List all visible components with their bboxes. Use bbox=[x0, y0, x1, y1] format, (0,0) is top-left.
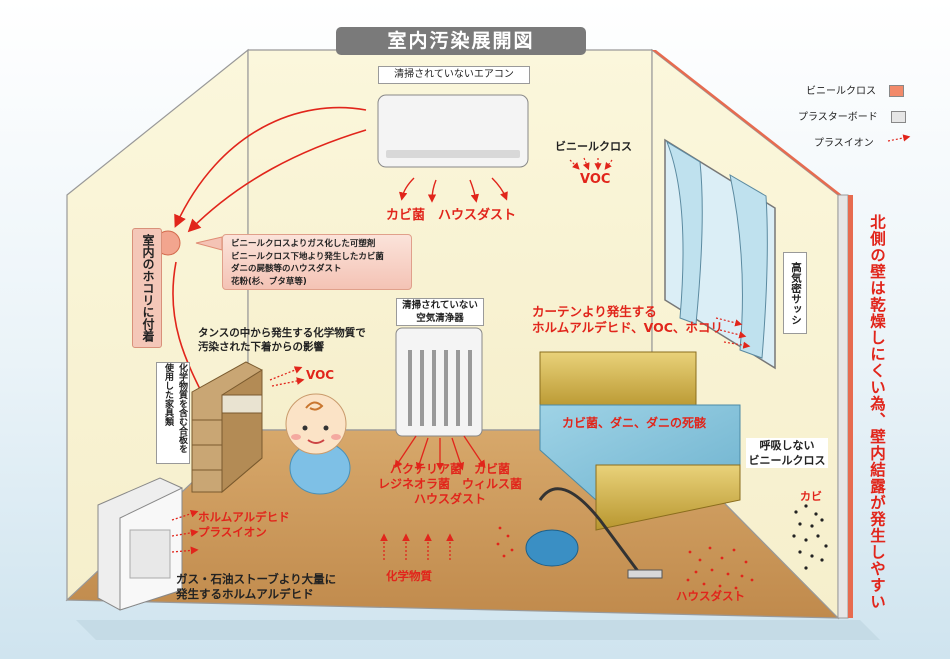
vinyl-voc-arrows bbox=[569, 157, 613, 171]
sash-leak-arrows bbox=[715, 317, 751, 349]
dust-sources-box: ビニールクロスよりガス化した可塑剤 ビニールクロス下地より発生したカビ菌 ダニの… bbox=[222, 234, 412, 290]
legend-plaster: プラスターボード bbox=[798, 108, 906, 123]
oil-stove bbox=[97, 477, 183, 611]
aircon-emission: カビ菌 ハウスダスト bbox=[386, 208, 517, 223]
floor-bacteria: バクテリア菌 カビ菌 レジネオラ菌 ウィルス菌 ハウスダスト bbox=[377, 462, 522, 506]
legend-vinyl: ビニールクロス bbox=[806, 82, 905, 97]
legend-ion-arrow bbox=[887, 134, 911, 142]
legend-vinyl-swatch bbox=[889, 85, 905, 97]
furniture-label: 化学物質を含む合板を 使用した家具類 bbox=[156, 362, 190, 464]
vinyl-cloth-label: ビニールクロス bbox=[555, 140, 632, 153]
wardrobe bbox=[191, 361, 263, 494]
wall-layer-edge bbox=[837, 194, 849, 619]
aircon-label: 清掃されていないエアコン bbox=[378, 66, 530, 84]
vacuum-cleaner bbox=[525, 487, 663, 579]
baby bbox=[285, 393, 351, 495]
chemicals-label: 化学物質 bbox=[386, 569, 432, 583]
legend-plaster-swatch bbox=[891, 111, 906, 123]
sash-label: 高気密サッシ bbox=[783, 252, 807, 334]
wall-layer-edge-red bbox=[848, 195, 853, 618]
air-conditioner bbox=[377, 94, 529, 168]
aircon-airflow bbox=[398, 177, 508, 203]
mold-label: カビ bbox=[800, 490, 822, 503]
legend-ion: プラスイオン bbox=[814, 134, 874, 149]
legend-vinyl-label: ビニールクロス bbox=[806, 86, 876, 97]
stove-ion-arrows bbox=[171, 509, 199, 555]
house-dust-label: ハウスダスト bbox=[676, 589, 745, 603]
room-shadow bbox=[76, 620, 880, 640]
legend-plaster-label: プラスターボード bbox=[798, 112, 878, 123]
chemical-arrows bbox=[380, 533, 454, 560]
bed bbox=[539, 351, 741, 531]
north-wall-note: 北側の壁は乾燥しにくい為、壁内結露が発生しやすい bbox=[868, 214, 886, 610]
voc-wardrobe: VOC bbox=[306, 368, 335, 382]
wardrobe-voc-arrows bbox=[269, 366, 305, 387]
stove-emission: ホルムアルデヒド プラスイオン bbox=[198, 510, 290, 539]
window bbox=[664, 138, 776, 370]
page-title: 室内汚染展開図 bbox=[336, 27, 586, 55]
legend-ion-label: プラスイオン bbox=[814, 138, 874, 149]
voc-top: VOC bbox=[580, 172, 611, 187]
air-purifier bbox=[395, 327, 483, 437]
wardrobe-effect: タンスの中から発生する化学物質で 汚染された下着からの影響 bbox=[198, 327, 366, 353]
non-breathing-label: 呼吸しない ビニールクロス bbox=[746, 438, 828, 468]
curtain-emission: カーテンより発生する ホルムアルデヒド、VOC、ホコリ bbox=[532, 304, 723, 335]
purifier-airflow bbox=[394, 435, 486, 471]
purifier-label: 清掃されていない 空気清浄器 bbox=[396, 298, 484, 326]
mold-dots bbox=[792, 504, 828, 570]
bed-emission: カビ菌、ダニ、ダニの死骸 bbox=[562, 416, 707, 430]
dust-attach-label: 室内のホコリに付着 bbox=[132, 228, 162, 348]
stove-note: ガス・石油ストーブより大量に 発生するホルムアルデヒド bbox=[176, 572, 337, 601]
wall-layer-cloth bbox=[652, 50, 842, 195]
house-dust-cloud bbox=[496, 526, 754, 590]
